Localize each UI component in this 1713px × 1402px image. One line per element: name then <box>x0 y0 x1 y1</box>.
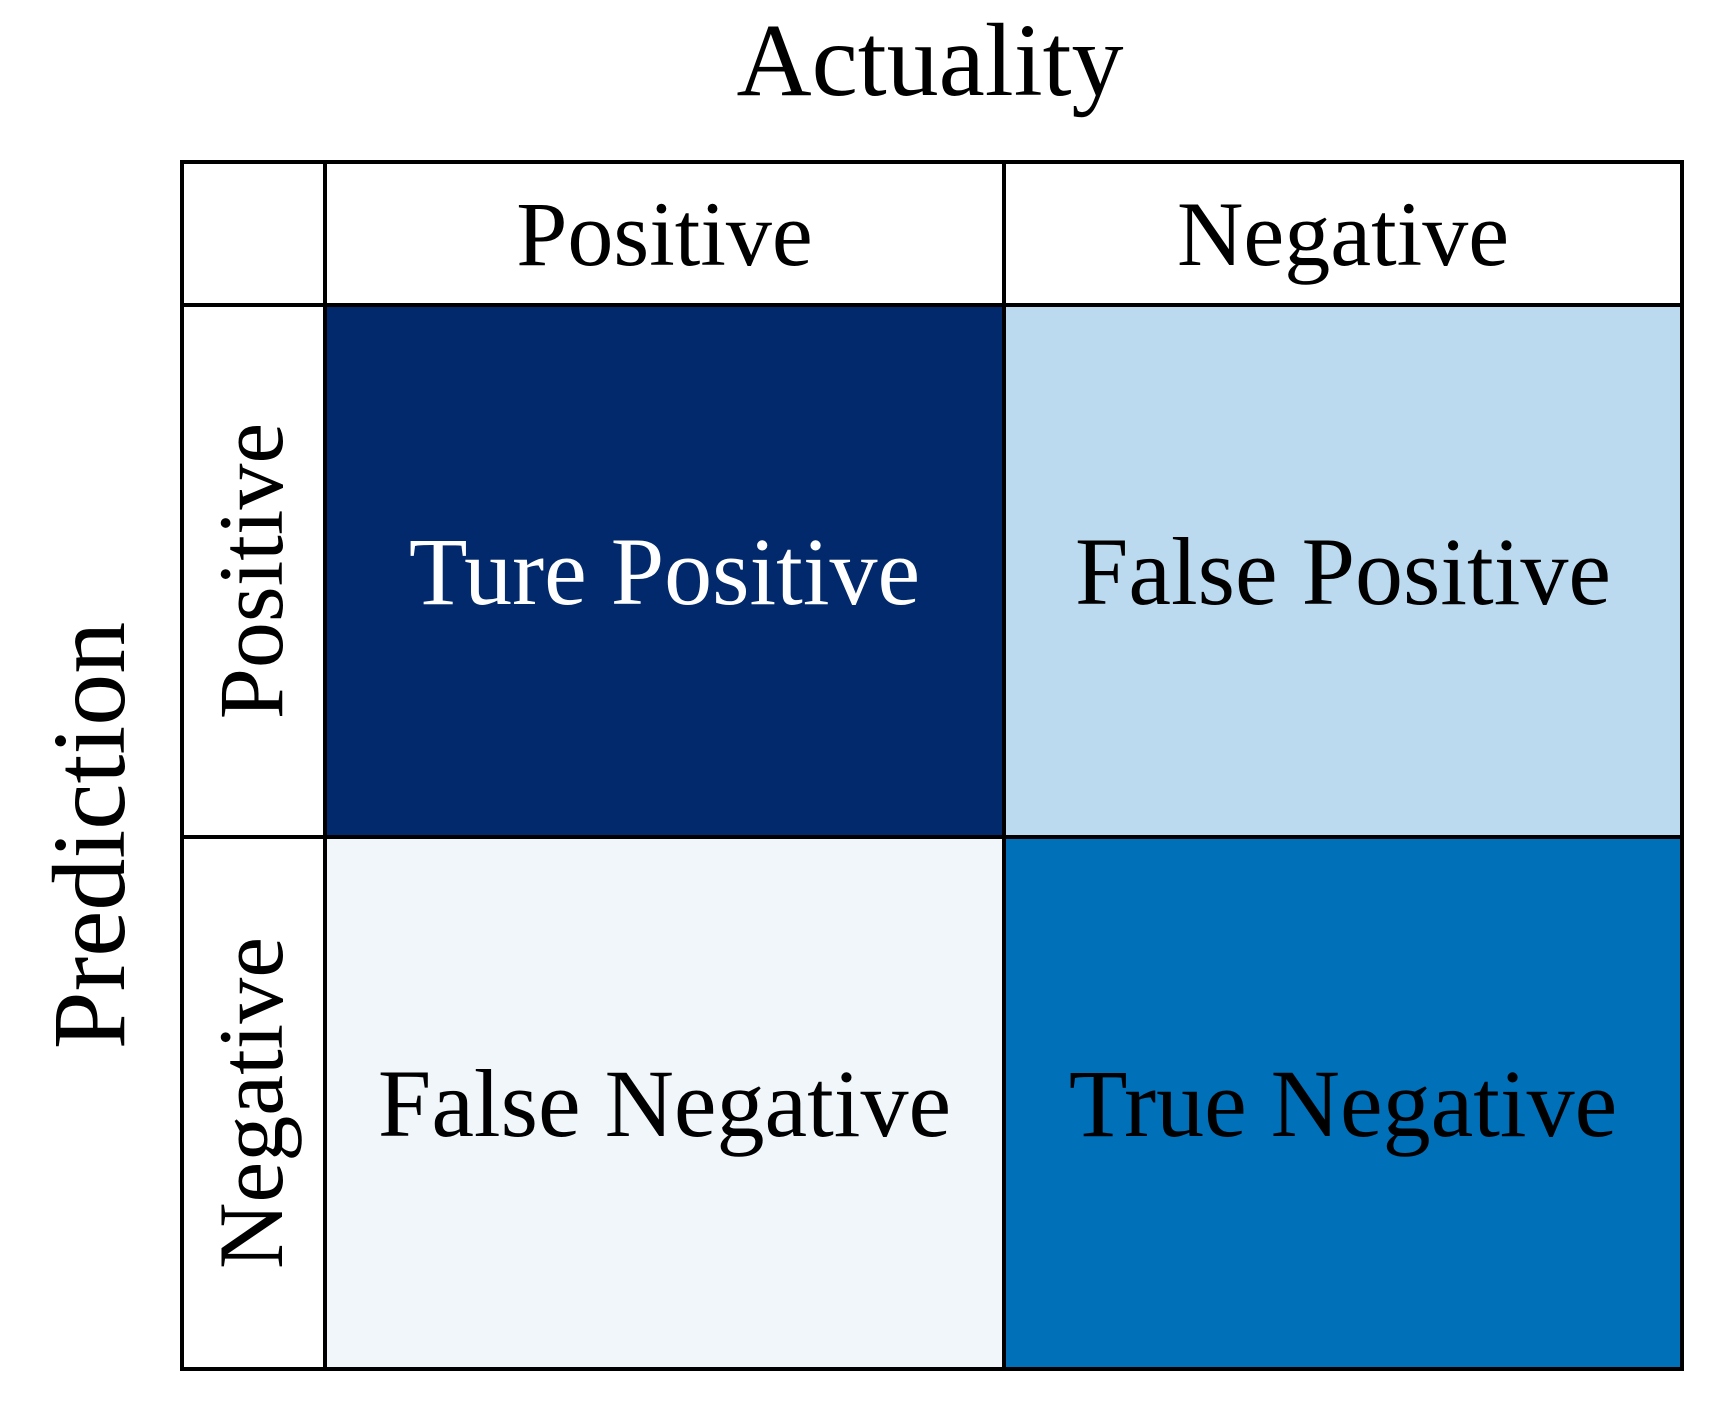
row-header-negative-label: Negative <box>200 936 303 1270</box>
cell-true-positive: Ture Positive <box>323 303 1006 839</box>
corner-spacer <box>180 160 327 307</box>
actuality-axis-label: Actuality <box>736 3 1124 118</box>
cell-false-positive: False Positive <box>1002 303 1684 839</box>
row-header-negative: Negative <box>180 835 327 1371</box>
prediction-axis-container: Prediction <box>0 303 180 1367</box>
row-header-negative-wrap: Negative <box>184 841 319 1365</box>
confusion-matrix-table: Positive Negative Positive Ture Positive… <box>180 160 1684 1371</box>
row-header-positive-label: Positive <box>200 422 303 720</box>
cell-true-negative: True Negative <box>1002 835 1684 1371</box>
column-header-negative: Negative <box>1002 160 1684 307</box>
cell-false-negative: False Negative <box>323 835 1006 1371</box>
prediction-axis-label: Prediction <box>32 621 148 1049</box>
row-header-positive: Positive <box>180 303 327 839</box>
row-header-positive-wrap: Positive <box>184 309 319 833</box>
column-header-positive: Positive <box>323 160 1006 307</box>
